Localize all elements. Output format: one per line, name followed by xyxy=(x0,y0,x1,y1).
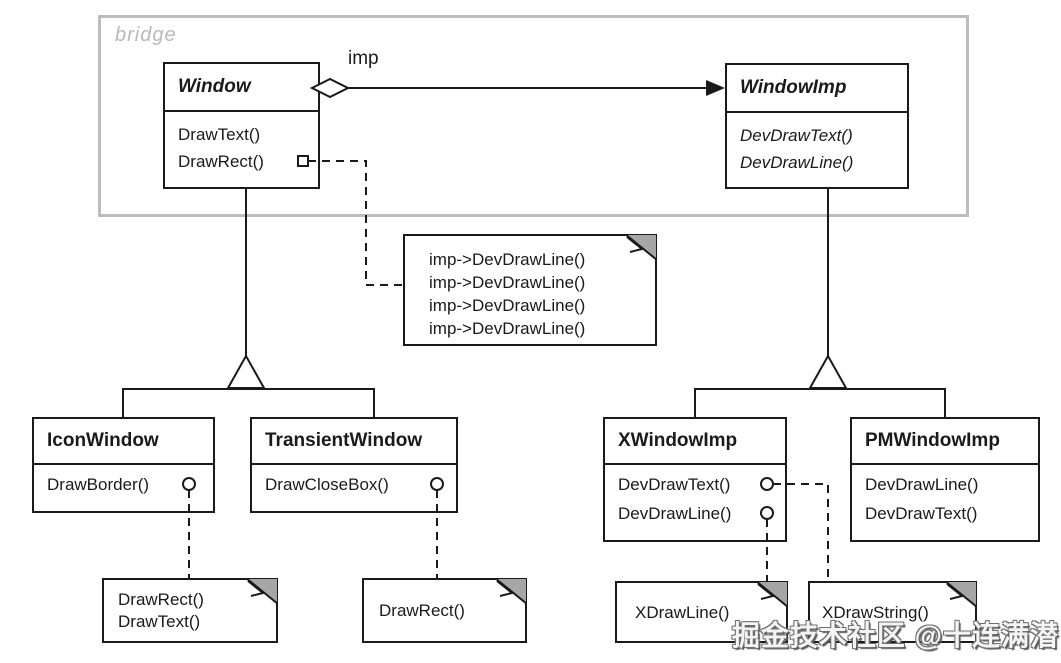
inheritance-triangle-icon xyxy=(226,353,266,389)
note-imp-devdrawline: imp->DevDrawLine() imp->DevDrawLine() im… xyxy=(403,234,657,346)
class-xwindowimp: XWindowImp DevDrawText() DevDrawLine() xyxy=(603,417,787,542)
note-line: XDrawLine() xyxy=(635,602,730,622)
class-transientwindow-title: TransientWindow xyxy=(252,419,456,465)
inheritance-right xyxy=(694,187,946,417)
method-drawrect: DrawRect() xyxy=(178,152,264,171)
note-transientwindow-impl: DrawRect() xyxy=(362,578,527,643)
method-pm-devdrawtext: DevDrawText() xyxy=(865,504,978,523)
note-line: XDrawString() xyxy=(822,602,929,622)
note-line: imp->DevDrawLine() xyxy=(429,250,586,269)
note-fold-icon xyxy=(495,578,527,604)
inheritance-left xyxy=(122,187,375,417)
note-line: imp->DevDrawLine() xyxy=(429,273,586,292)
class-windowimp: WindowImp DevDrawText() DevDrawLine() xyxy=(725,63,909,189)
imp-association-label: imp xyxy=(348,48,379,69)
note-iconwindow-impl: DrawRect() DrawText() xyxy=(102,578,278,643)
class-iconwindow: IconWindow DrawBorder() xyxy=(32,417,215,513)
class-xwindowimp-methods: DevDrawText() DevDrawLine() xyxy=(605,465,785,528)
class-pmwindowimp-methods: DevDrawLine() DevDrawText() xyxy=(852,465,1038,528)
method-drawtext: DrawText() xyxy=(178,125,261,144)
note-xdrawline: XDrawLine() xyxy=(615,581,788,643)
watermark-text: 掘金技术社区 @十连满潜 xyxy=(731,620,1059,651)
class-iconwindow-title: IconWindow xyxy=(34,419,213,465)
note-line: imp->DevDrawLine() xyxy=(429,319,586,338)
note-line: DrawRect() xyxy=(118,590,204,609)
method-devdrawline: DevDrawLine() xyxy=(740,153,854,172)
bridge-package-label: bridge xyxy=(115,24,177,46)
class-pmwindowimp: PMWindowImp DevDrawLine() DevDrawText() xyxy=(850,417,1040,542)
method-x-devdrawtext: DevDrawText() xyxy=(618,475,731,494)
note-line: DrawText() xyxy=(118,612,201,631)
note-fold-icon xyxy=(945,581,977,607)
inheritance-triangle-icon xyxy=(808,353,848,389)
class-transientwindow: TransientWindow DrawCloseBox() xyxy=(250,417,458,513)
class-window-methods: DrawText() DrawRect() xyxy=(165,112,318,175)
class-pmwindowimp-title: PMWindowImp xyxy=(852,419,1038,465)
method-pm-devdrawline: DevDrawLine() xyxy=(865,475,979,494)
note-line: imp->DevDrawLine() xyxy=(429,296,586,315)
class-iconwindow-methods: DrawBorder() xyxy=(34,465,213,499)
note-fold-icon xyxy=(756,581,788,607)
note-xdrawstring: XDrawString() xyxy=(808,581,977,643)
method-drawborder: DrawBorder() xyxy=(47,475,150,494)
class-window-title: Window xyxy=(165,64,318,112)
method-x-devdrawline: DevDrawLine() xyxy=(618,504,732,523)
class-transientwindow-methods: DrawCloseBox() xyxy=(252,465,456,499)
class-window: Window DrawText() DrawRect() xyxy=(163,62,320,189)
note-fold-icon xyxy=(246,578,278,604)
note-line: DrawRect() xyxy=(379,601,465,620)
class-windowimp-methods: DevDrawText() DevDrawLine() xyxy=(727,113,907,176)
note-fold-icon xyxy=(625,234,657,260)
class-windowimp-title: WindowImp xyxy=(727,65,907,113)
class-xwindowimp-title: XWindowImp xyxy=(605,419,785,465)
method-devdrawtext: DevDrawText() xyxy=(740,126,853,145)
method-drawclosebox: DrawCloseBox() xyxy=(265,475,389,494)
